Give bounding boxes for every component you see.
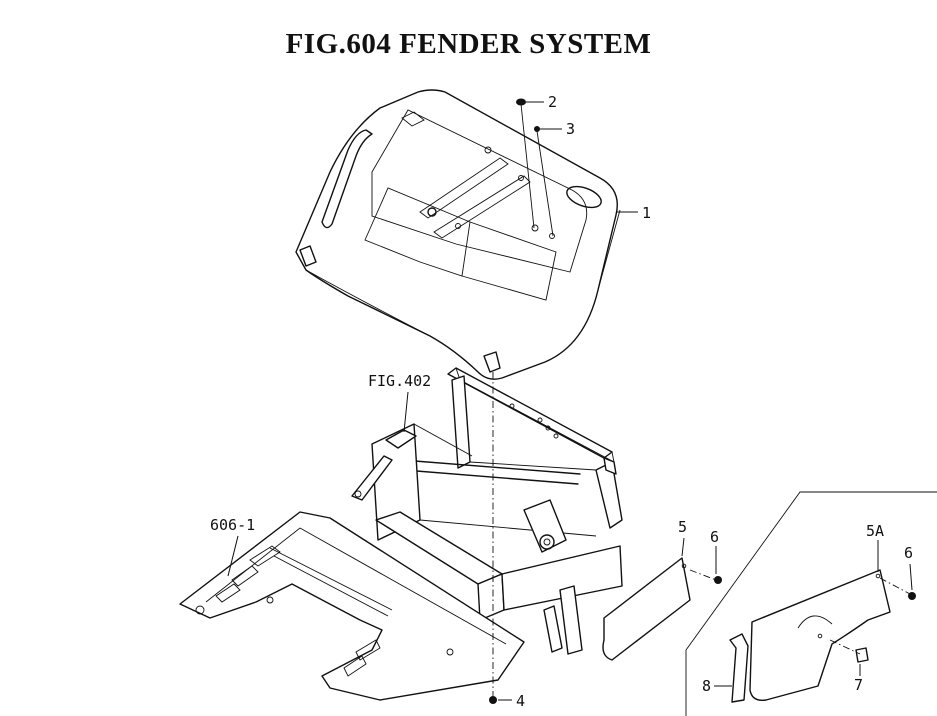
hardware-4	[489, 372, 497, 704]
inset-detail	[685, 491, 937, 716]
fender-part	[295, 89, 621, 380]
callout-4: 4	[516, 692, 525, 710]
callout-606-1: 606-1	[210, 516, 255, 534]
floor-pan	[179, 511, 525, 701]
callout-8: 8	[702, 677, 711, 695]
callout-5: 5	[678, 518, 687, 536]
hardware-2-3	[516, 98, 554, 237]
frame-assembly	[351, 367, 623, 655]
callout-leaders	[227, 101, 913, 701]
callout-1: 1	[642, 204, 651, 222]
side-shield-5	[602, 557, 722, 661]
figure-title: FIG.604 FENDER SYSTEM	[285, 28, 652, 60]
callout-fig402: FIG.402	[368, 372, 431, 390]
callout-3: 3	[566, 120, 575, 138]
callout-2: 2	[548, 93, 557, 111]
callout-5a: 5A	[866, 522, 884, 540]
callout-6: 6	[710, 528, 719, 546]
callout-7: 7	[854, 676, 863, 694]
callout-6-inset: 6	[904, 544, 913, 562]
